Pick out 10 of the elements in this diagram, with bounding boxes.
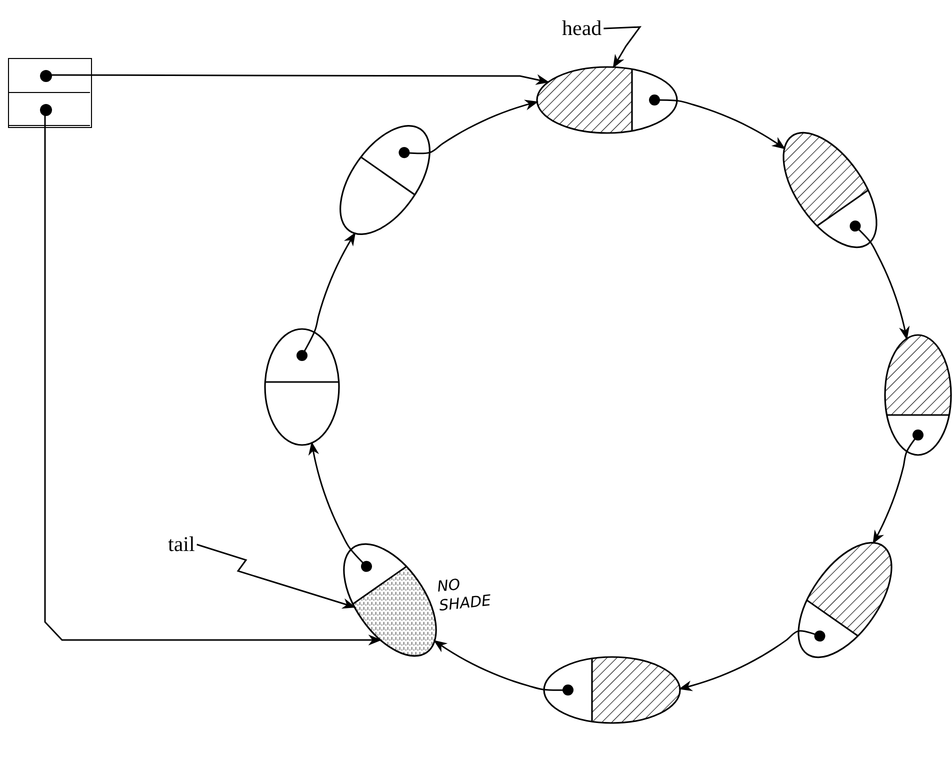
pointer-label: tail [168,534,195,555]
leader-line [196,544,356,609]
leader-line [604,26,642,68]
pointer-record-box [8,58,92,128]
handwritten-note: NO SHADE [436,574,493,616]
pointer-label: head [562,18,602,39]
list-node-ellipse [884,334,952,456]
list-node-ellipse [543,656,681,724]
list-node-ellipse [536,66,678,134]
list-node-ellipse [264,328,340,446]
